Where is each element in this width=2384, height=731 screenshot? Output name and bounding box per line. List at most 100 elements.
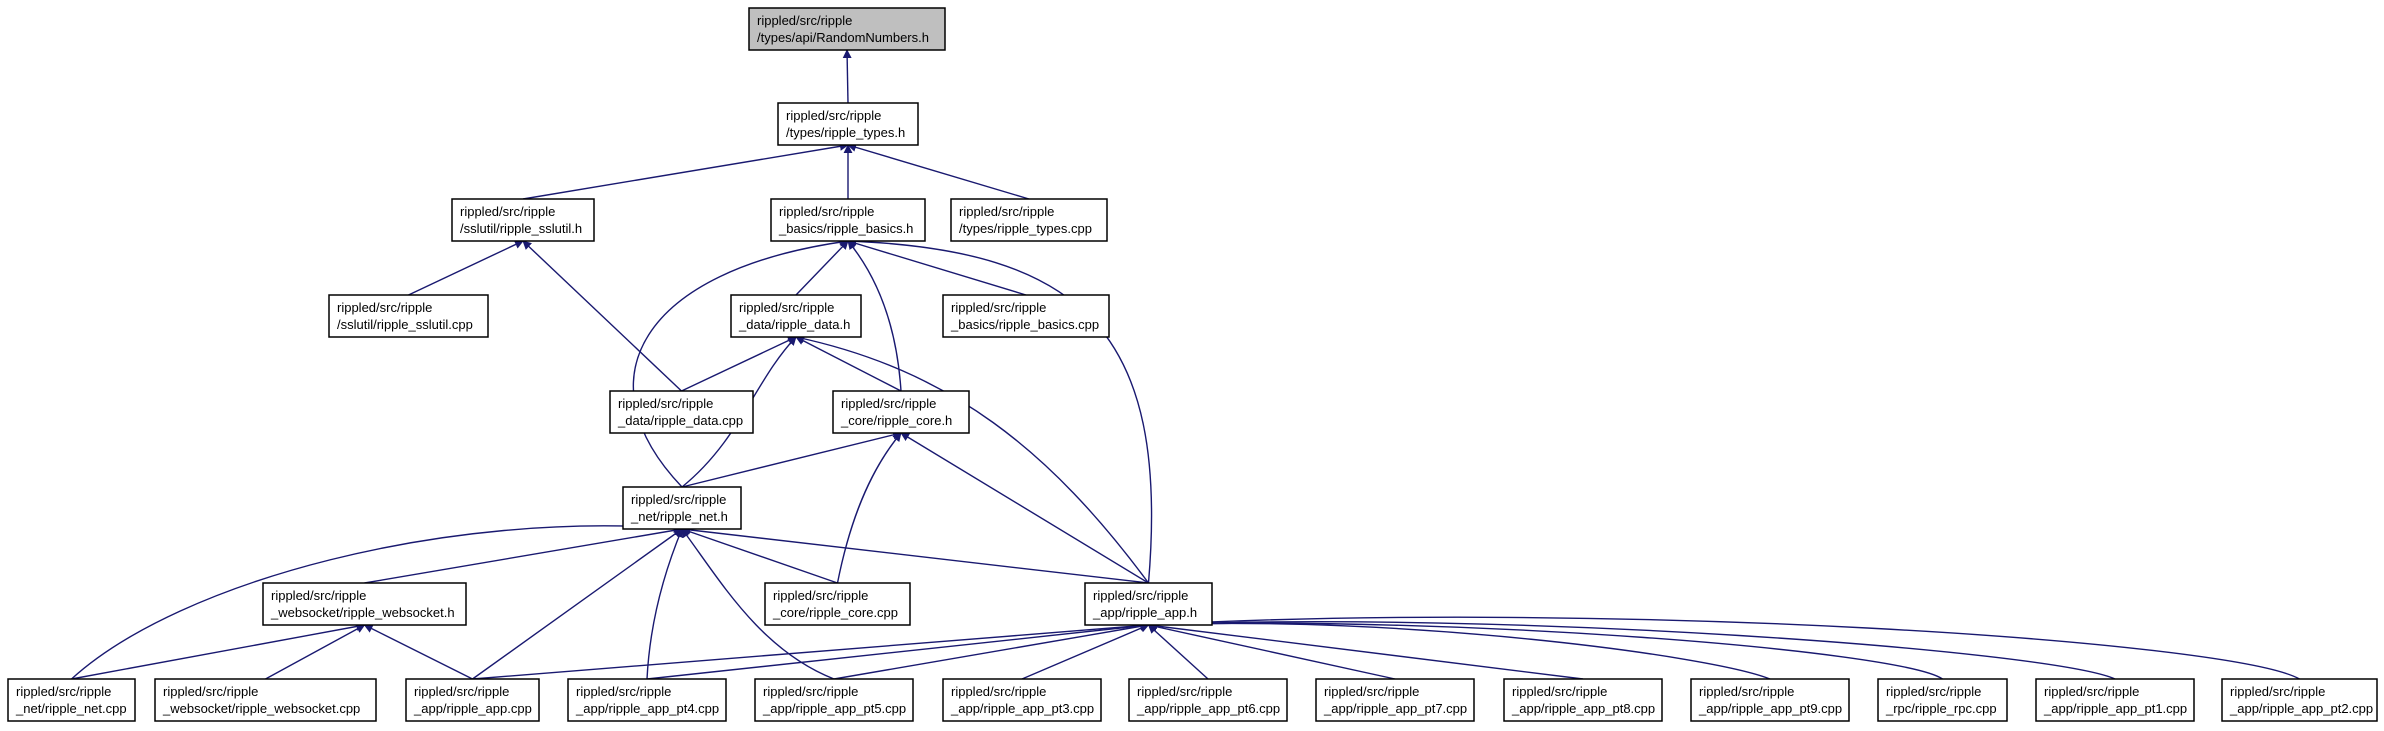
- node-box: [950, 198, 1108, 242]
- edge-ripple_app_pt2_cpp-to-ripple_app_h: [1147, 616, 2300, 680]
- node-label-line: rippled/src/ripple: [1137, 684, 1232, 699]
- node-ripple-app-pt8-cpp[interactable]: rippled/src/ripple _app/ripple_app_pt8.cp…: [1503, 678, 1663, 722]
- node-ripple-net-h[interactable]: rippled/src/ripple _net/ripple_net.h: [622, 486, 742, 530]
- node-ripple-app-pt3-cpp[interactable]: rippled/src/ripple_app/ripple_app_pt3.cp…: [942, 678, 1102, 722]
- node-label-line: /types/ripple_types.cpp: [959, 221, 1092, 236]
- node-label-line: _app/ripple_app_pt9.cpp: [1698, 701, 1842, 716]
- node-label-line: rippled/src/ripple: [1886, 684, 1981, 699]
- edge-ripple_app_pt4_cpp-to-ripple_net_h: [646, 528, 684, 680]
- node-label-line: rippled/src/ripple: [271, 588, 366, 603]
- nodes-layer: rippled/src/ripple/types/api/RandomNumbe…: [7, 7, 2378, 722]
- node-label-line: rippled/src/ripple: [951, 684, 1046, 699]
- node-ripple-net-cpp[interactable]: rippled/src/ripple_net/ripple_net.cpp: [7, 678, 136, 722]
- edge-ripple_app_pt5_cpp-to-ripple_net_h: [681, 528, 835, 680]
- edge-ripple_net_cpp-to-ripple_websocket_h: [71, 622, 366, 680]
- edge-ripple_rpc_cpp-to-ripple_app_h: [1147, 620, 1943, 680]
- node-label-line: rippled/src/ripple: [163, 684, 258, 699]
- node-ripple-sslutil-h[interactable]: rippled/src/ripple/sslutil/ripple_ssluti…: [451, 198, 595, 242]
- edge-ripple_net_h-to-ripple_basics_h: [632, 237, 849, 488]
- node-box: [1690, 678, 1850, 722]
- edge-ripple_sslutil_cpp-to-ripple_sslutil_h: [408, 240, 524, 296]
- node-ripple-app-pt2-cpp[interactable]: rippled/src/ripple_app/ripple_app_pt2.cp…: [2221, 678, 2378, 722]
- edge-ripple_app_pt7_cpp-to-ripple_app_h: [1147, 622, 1396, 680]
- edge-ripple_app_cpp-to-ripple_app_h: [472, 621, 1150, 680]
- node-ripple-types-h[interactable]: rippled/src/ripple/types/ripple_types.h: [777, 102, 919, 146]
- node-box: [942, 678, 1102, 722]
- node-ripple-basics-h[interactable]: rippled/src/ripple _basics/ripple_basics.…: [770, 198, 926, 242]
- edge-ripple_websocket_cpp-to-ripple_websocket_h: [265, 624, 366, 680]
- node-ripple-app-h[interactable]: rippled/src/ripple_app/ripple_app.h: [1084, 582, 1213, 626]
- edge-ripple_net_cpp-to-ripple_net_h: [71, 523, 683, 680]
- edge-ripple_core_h-to-ripple_data_h: [795, 336, 902, 392]
- node-label-line: rippled/src/ripple: [779, 204, 874, 219]
- node-ripple-core-h[interactable]: rippled/src/ripple_core/ripple_core.h: [832, 390, 970, 434]
- node-label-line: rippled/src/ripple: [1324, 684, 1419, 699]
- node-label-line: /sslutil/ripple_sslutil.h: [460, 221, 582, 236]
- node-ripple-basics-cpp[interactable]: rippled/src/ripple_basics/ripple_basics.…: [942, 294, 1110, 338]
- node-ripple-websocket-cpp[interactable]: rippled/src/ripple_websocket/ripple_webs…: [154, 678, 377, 722]
- node-label-line: rippled/src/ripple: [739, 300, 834, 315]
- edge-ripple_data_cpp-to-ripple_data_h: [681, 336, 797, 392]
- edge-ripple_app_h-to-ripple_core_h: [900, 432, 1149, 584]
- edge-ripple_app_pt3_cpp-to-ripple_app_h: [1021, 624, 1150, 680]
- node-ripple-app-pt1-cpp[interactable]: rippled/src/ripple_app/ripple_app_pt1.cp…: [2035, 678, 2195, 722]
- node-box: [2221, 678, 2378, 722]
- edge-ripple_types_cpp-to-ripple_types_h: [847, 143, 1030, 200]
- node-label-line: _net/ripple_net.h: [630, 509, 728, 524]
- edge-ripple_core_cpp-to-ripple_core_h: [836, 432, 902, 584]
- node-box: [1877, 678, 2008, 722]
- node-box: [1503, 678, 1663, 722]
- node-box: [1084, 582, 1213, 626]
- edge-ripple_app_pt6_cpp-to-ripple_app_h: [1147, 624, 1209, 680]
- node-randomnumbers-h[interactable]: rippled/src/ripple/types/api/RandomNumbe…: [748, 7, 946, 51]
- node-label-line: _app/ripple_app_pt8.cpp: [1511, 701, 1655, 716]
- node-label-line: rippled/src/ripple: [1512, 684, 1607, 699]
- node-ripple-app-pt9-cpp[interactable]: rippled/src/ripple _app/ripple_app_pt9.cp…: [1690, 678, 1850, 722]
- node-ripple-app-pt7-cpp[interactable]: rippled/src/ripple_app/ripple_app_pt7.cp…: [1315, 678, 1475, 722]
- edge-ripple_types_h-to-randomnumbers_h: [842, 49, 852, 104]
- node-label-line: _app/ripple_app_pt6.cpp: [1136, 701, 1280, 716]
- edge-ripple_app_h-to-ripple_net_h: [681, 525, 1149, 584]
- node-label-line: rippled/src/ripple: [337, 300, 432, 315]
- node-label-line: _core/ripple_core.cpp: [772, 605, 898, 620]
- node-ripple-app-pt6-cpp[interactable]: rippled/src/ripple _app/ripple_app_pt6.cp…: [1128, 678, 1288, 722]
- node-label-line: _basics/ripple_basics.h: [778, 221, 913, 236]
- node-ripple-app-pt4-cpp[interactable]: rippled/src/ripple _app/ripple_app_pt4.cp…: [567, 678, 727, 722]
- node-label-line: rippled/src/ripple: [951, 300, 1046, 315]
- edge-ripple_app_h-to-ripple_data_h: [795, 334, 1150, 584]
- node-label-line: _app/ripple_app_pt4.cpp: [575, 701, 719, 716]
- node-box: [1315, 678, 1475, 722]
- node-box: [154, 678, 377, 722]
- node-label-line: rippled/src/ripple: [1699, 684, 1794, 699]
- node-ripple-app-pt5-cpp[interactable]: rippled/src/ripple_app/ripple_app_pt5.cp…: [754, 678, 914, 722]
- node-ripple-rpc-cpp[interactable]: rippled/src/ripple _rpc/ripple_rpc.cpp: [1877, 678, 2008, 722]
- edges-layer: [71, 49, 2300, 680]
- edge-ripple_app_cpp-to-ripple_websocket_h: [363, 624, 473, 680]
- node-label-line: rippled/src/ripple: [773, 588, 868, 603]
- node-box: [770, 198, 926, 242]
- node-label-line: rippled/src/ripple: [414, 684, 509, 699]
- node-ripple-core-cpp[interactable]: rippled/src/ripple _core/ripple_core.cpp: [764, 582, 911, 626]
- node-box: [7, 678, 136, 722]
- node-ripple-data-h[interactable]: rippled/src/ripple_data/ripple_data.h: [730, 294, 862, 338]
- node-label-line: _websocket/ripple_websocket.h: [270, 605, 455, 620]
- node-box: [942, 294, 1110, 338]
- node-label-line: rippled/src/ripple: [576, 684, 671, 699]
- node-ripple-websocket-h[interactable]: rippled/src/ripple _websocket/ripple_webs…: [262, 582, 467, 626]
- node-box: [622, 486, 742, 530]
- node-box: [748, 7, 946, 51]
- edge-ripple_app_pt4_cpp-to-ripple_app_h: [646, 621, 1150, 680]
- node-ripple-sslutil-cpp[interactable]: rippled/src/ripple/sslutil/ripple_ssluti…: [328, 294, 489, 338]
- edge-ripple_data_h-to-ripple_basics_h: [795, 240, 849, 296]
- edge-ripple_core_h-to-ripple_basics_h: [847, 240, 902, 392]
- node-ripple-data-cpp[interactable]: rippled/src/ripple_data/ripple_data.cpp: [609, 390, 754, 434]
- node-ripple-types-cpp[interactable]: rippled/src/ripple/types/ripple_types.cp…: [950, 198, 1108, 242]
- edge-ripple_app_pt8_cpp-to-ripple_app_h: [1147, 621, 1584, 680]
- node-label-line: rippled/src/ripple: [631, 492, 726, 507]
- edge-ripple_sslutil_h-to-ripple_types_h: [522, 141, 849, 200]
- node-ripple-app-cpp[interactable]: rippled/src/ripple_app/ripple_app.cpp: [405, 678, 540, 722]
- node-label-line: _core/ripple_core.h: [840, 413, 952, 428]
- node-label-line: _app/ripple_app_pt1.cpp: [2043, 701, 2187, 716]
- node-label-line: _rpc/ripple_rpc.cpp: [1885, 701, 1997, 716]
